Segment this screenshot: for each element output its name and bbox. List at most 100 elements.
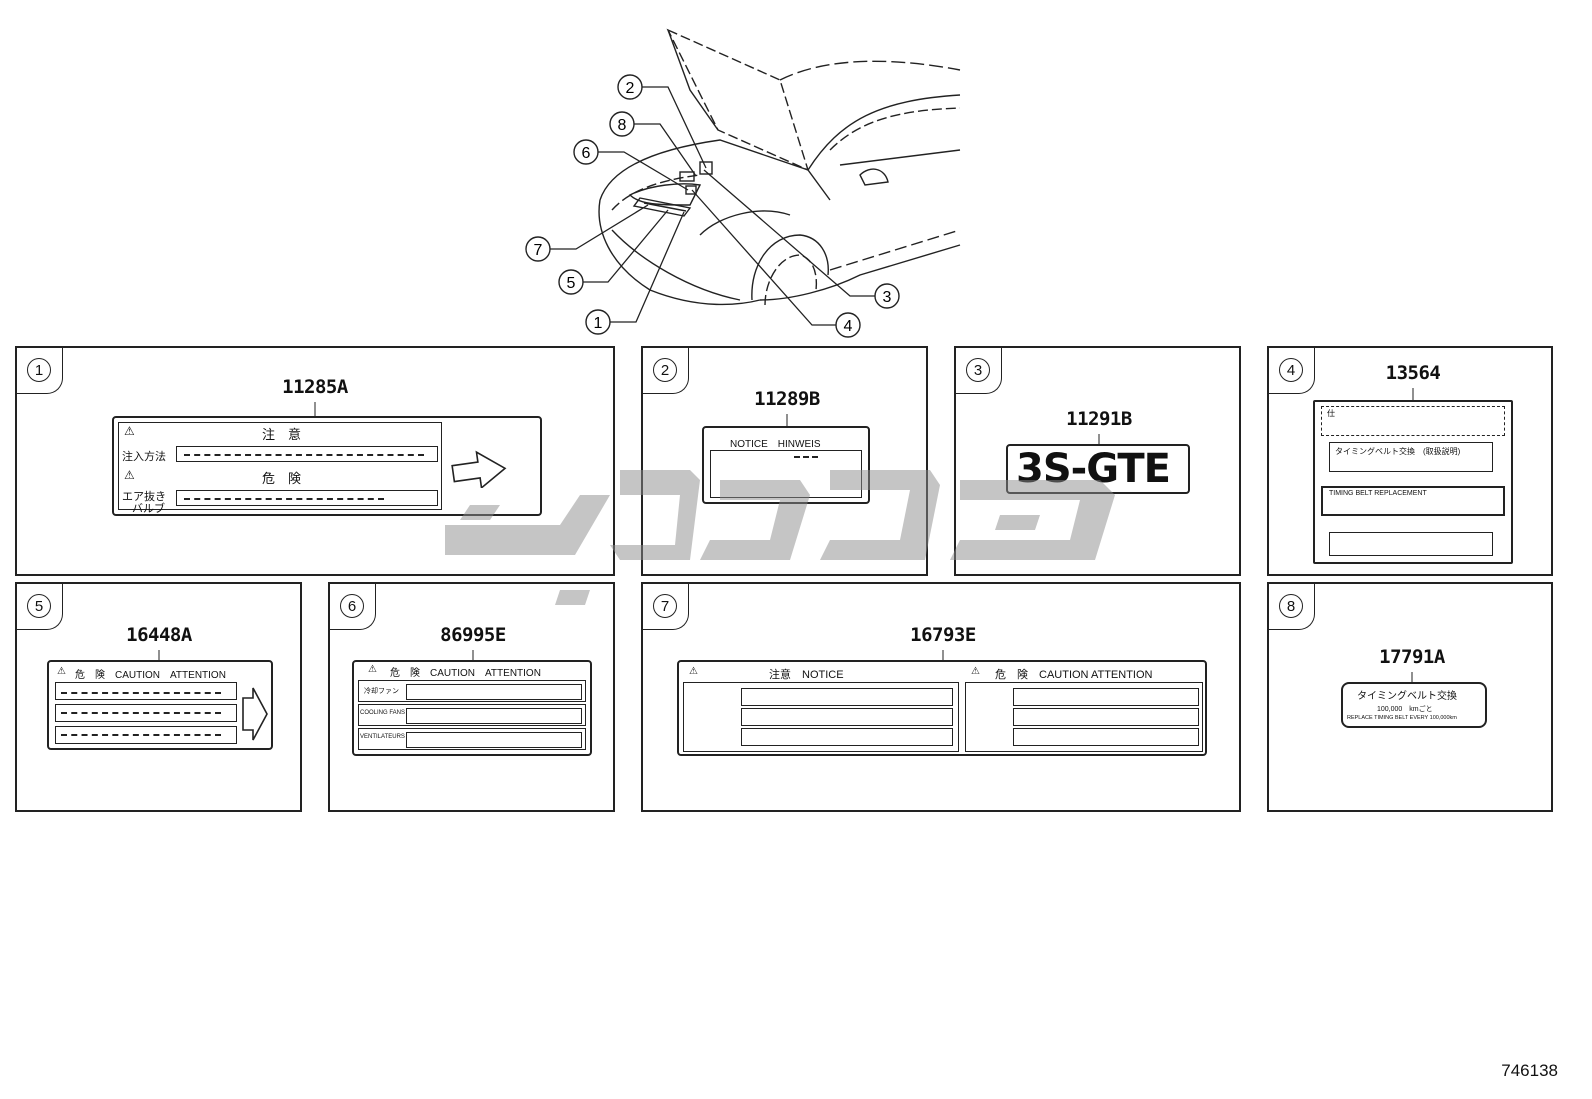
callout-7: 7 xyxy=(525,236,551,262)
notice-body xyxy=(710,450,862,498)
leader-line xyxy=(314,402,316,416)
svg-text:6: 6 xyxy=(582,145,591,162)
panel-index: 2 xyxy=(653,358,677,382)
leader-line xyxy=(1412,388,1414,400)
svg-text:5: 5 xyxy=(567,275,576,292)
caution-header: 危 険 CAUTION ATTENTION xyxy=(75,670,226,681)
part-number[interactable]: 86995E xyxy=(440,624,506,646)
panel-index: 1 xyxy=(27,358,51,382)
car-overview-illustration: 2 8 6 7 5 1 3 4 xyxy=(525,28,961,338)
spec-row-1-text: 仕 xyxy=(1327,409,1335,418)
notice-caution-label: ⚠ 注意 NOTICE ⚠ 危 険 CAUTION ATTENTION xyxy=(677,660,1207,756)
spec-row-3 xyxy=(1321,486,1505,516)
part-number[interactable]: 16448A xyxy=(126,624,192,646)
fan-row-2-field xyxy=(406,708,582,724)
warning-triangle-icon: ⚠ xyxy=(971,666,980,677)
part-number[interactable]: 11289B xyxy=(754,388,820,410)
warning-label: ⚠ 注 意 注入方法 ⚠ 危 険 エア抜き バルブ xyxy=(112,416,542,516)
fan-row-3 xyxy=(358,728,586,750)
top-header: 注 意 xyxy=(262,427,302,442)
figure-id: 746138 xyxy=(1501,1061,1558,1080)
timing-belt-line-1: タイミングベルト交換 xyxy=(1357,691,1457,702)
leader-line xyxy=(786,414,788,426)
panel-index: 3 xyxy=(966,358,990,382)
panel-8: 8 17791A タイミングベルト交換 100,000 kmごと REPLACE… xyxy=(1267,582,1553,812)
fan-row-2-text: COOLING FANS xyxy=(360,710,406,716)
part-number[interactable]: 16793E xyxy=(910,624,976,646)
timing-belt-label: タイミングベルト交換 100,000 kmごと REPLACE TIMING B… xyxy=(1341,682,1487,728)
panel-6: 6 86995E ⚠ 危 険 CAUTION ATTENTION 冷却ファン C… xyxy=(328,582,615,812)
panel-index: 6 xyxy=(340,594,364,618)
panel-index-tab: 4 xyxy=(1269,348,1315,394)
fan-row-3-field xyxy=(406,732,582,748)
part-number[interactable]: 17791A xyxy=(1379,646,1445,668)
panel-index: 8 xyxy=(1279,594,1303,618)
panel-index-tab: 6 xyxy=(330,584,376,630)
panel-index: 5 xyxy=(27,594,51,618)
bottom-row-dash xyxy=(184,498,384,500)
callout-3: 3 xyxy=(874,283,900,309)
panel-1: 1 11285A ⚠ 注 意 注入方法 ⚠ 危 険 エア抜き バルブ xyxy=(15,346,615,576)
caution-dash-3 xyxy=(61,734,221,736)
engine-emblem: 3S-GTE xyxy=(1016,446,1171,492)
label-inner-frame xyxy=(118,422,442,510)
warning-triangle-icon: ⚠ xyxy=(124,424,135,438)
caution-dash-1 xyxy=(61,692,221,694)
caution-dash-2 xyxy=(61,712,221,714)
caution-row-2 xyxy=(55,704,237,722)
panel-3: 3 11291B 3S-GTE xyxy=(954,346,1241,576)
bottom-row-field xyxy=(176,490,438,506)
bottom-row-label-1: エア抜き xyxy=(122,491,166,503)
leader-line xyxy=(158,650,160,660)
timing-belt-line-3: REPLACE TIMING BELT EVERY 100,000km xyxy=(1347,715,1457,721)
warning-triangle-icon: ⚠ xyxy=(689,666,698,677)
fan-row-1-text: 冷却ファン xyxy=(364,688,399,695)
spec-row-4 xyxy=(1329,532,1493,556)
panel-index-tab: 7 xyxy=(643,584,689,630)
left-row-1 xyxy=(741,688,953,706)
specification-label: 仕 タイミングベルト交換 (取扱説明) TIMING BELT REPLACEM… xyxy=(1313,400,1513,564)
caution-label: ⚠ 危 険 CAUTION ATTENTION xyxy=(47,660,273,750)
panel-index: 7 xyxy=(653,594,677,618)
callout-4: 4 xyxy=(835,312,861,338)
warning-triangle-icon: ⚠ xyxy=(57,666,66,677)
part-number[interactable]: 11291B xyxy=(1066,408,1132,430)
callout-2: 2 xyxy=(617,74,643,100)
left-row-3 xyxy=(741,728,953,746)
leader-line xyxy=(1098,434,1100,444)
panel-index-tab: 5 xyxy=(17,584,63,630)
fan-row-1-field xyxy=(406,684,582,700)
fan-row-3-text: VENTILATEURS xyxy=(360,734,405,740)
panel-index: 4 xyxy=(1279,358,1303,382)
top-row-label: 注入方法 xyxy=(122,451,166,463)
fan-row-2 xyxy=(358,704,586,726)
bottom-row-label-2: バルブ xyxy=(132,503,165,515)
spec-row-2-text: タイミングベルト交換 (取扱説明) xyxy=(1335,447,1461,456)
panel-index-tab: 2 xyxy=(643,348,689,394)
panel-4: 4 13564 仕 タイミングベルト交換 (取扱説明) TIMING BELT … xyxy=(1267,346,1553,576)
left-header: 注意 NOTICE xyxy=(769,669,844,681)
top-row-dash xyxy=(184,454,424,456)
panel-2: 2 11289B NOTICE HINWEIS xyxy=(641,346,928,576)
callout-5: 5 xyxy=(558,269,584,295)
right-header: 危 険 CAUTION ATTENTION xyxy=(995,669,1153,681)
svg-text:2: 2 xyxy=(626,80,635,97)
part-number[interactable]: 13564 xyxy=(1385,362,1441,384)
top-row-field xyxy=(176,446,438,462)
timing-belt-line-2: 100,000 kmごと xyxy=(1377,706,1433,713)
leader-line xyxy=(1411,672,1413,682)
svg-text:7: 7 xyxy=(534,242,543,259)
warning-triangle-icon: ⚠ xyxy=(124,468,135,482)
spec-row-1 xyxy=(1321,406,1505,436)
svg-text:1: 1 xyxy=(594,315,603,332)
svg-text:4: 4 xyxy=(844,318,853,335)
spec-row-2 xyxy=(1329,442,1493,472)
right-block xyxy=(965,682,1203,752)
bottom-header: 危 険 xyxy=(262,471,302,486)
right-row-2 xyxy=(1013,708,1199,726)
spec-row-3-text: TIMING BELT REPLACEMENT xyxy=(1329,490,1427,497)
warning-triangle-icon: ⚠ xyxy=(368,664,377,675)
right-row-1 xyxy=(1013,688,1199,706)
arrow-icon xyxy=(242,687,268,741)
part-number[interactable]: 11285A xyxy=(282,376,348,398)
